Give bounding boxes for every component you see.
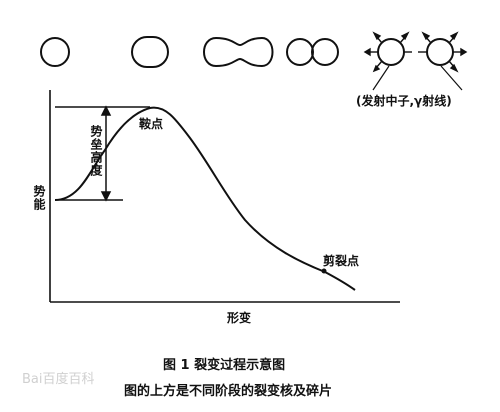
barrier-height-label: 势垒高度	[89, 125, 103, 177]
nucleus-near-scission	[286, 38, 339, 66]
emission-label: (发射中子,γ射线)	[356, 94, 452, 108]
y-axis-label: 势能	[32, 185, 46, 211]
emission-arrows	[363, 31, 468, 73]
nucleus-sphere	[40, 37, 70, 67]
nucleus-necked	[203, 36, 274, 68]
emission-pointer	[372, 65, 463, 91]
watermark: Bai百度百科	[22, 372, 95, 387]
nucleus-elongated	[131, 36, 169, 68]
x-axis-label: 形变	[227, 311, 252, 325]
scission-point-dot	[321, 268, 327, 274]
saddle-point-label: 鞍点	[139, 117, 164, 131]
figure-subcaption: 图的上方是不同阶段的裂变核及碎片	[124, 384, 333, 399]
scission-point-label: 剪裂点	[323, 254, 360, 268]
figure-caption: 图 1 裂变过程示意图	[163, 358, 286, 373]
